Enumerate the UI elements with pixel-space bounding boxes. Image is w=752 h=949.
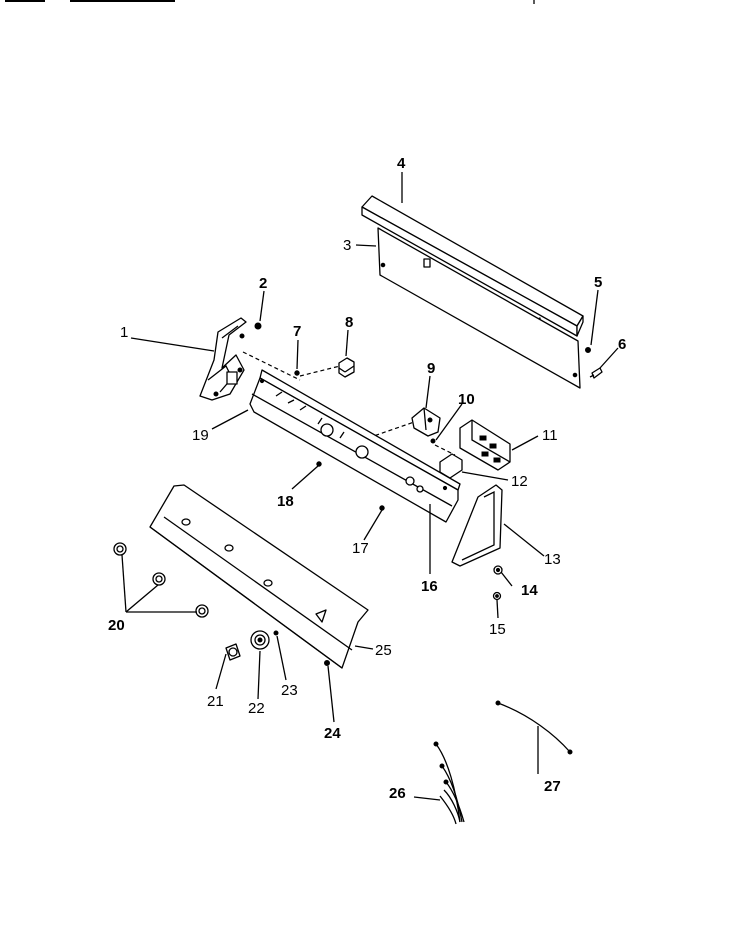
callout-26: 26 [389, 785, 406, 802]
callout-20: 20 [108, 617, 125, 634]
callout-17: 17 [352, 540, 369, 557]
callout-6: 6 [618, 336, 626, 353]
callout-25: 25 [375, 642, 392, 659]
screw-part-14 [493, 565, 503, 575]
screw-part-24 [324, 660, 330, 666]
knob-parts [113, 542, 209, 618]
control-module-part [459, 419, 511, 471]
callout-11: 11 [542, 427, 558, 444]
callout-2: 2 [259, 275, 267, 292]
callout-13: 13 [544, 551, 561, 568]
callout-14: 14 [521, 582, 538, 599]
header-fragments [5, 0, 535, 4]
wire-harness-part [433, 741, 465, 825]
callout-5: 5 [594, 274, 602, 291]
bracket-part [430, 438, 463, 479]
callout-23: 23 [281, 682, 298, 699]
screw-part-23 [273, 630, 279, 636]
callout-8: 8 [345, 314, 353, 331]
callout-19: 19 [192, 427, 209, 444]
callout-7: 7 [293, 323, 301, 340]
callout-3: 3 [343, 237, 351, 254]
screw-part-5 [585, 347, 591, 353]
callout-16: 16 [421, 578, 438, 595]
back-panel-part [377, 227, 581, 389]
callout-22: 22 [248, 700, 265, 717]
leader-lines [121, 172, 619, 801]
callout-18: 18 [277, 493, 294, 510]
callout-10: 10 [458, 391, 475, 408]
control-console-part [249, 369, 461, 523]
callout-24: 24 [324, 725, 341, 742]
screw-part-17 [379, 505, 385, 511]
lower-panel-part [149, 484, 369, 669]
knob-part-21 [225, 643, 241, 661]
dial-part [250, 630, 270, 650]
callout-labels: 4 3 5 6 2 1 7 8 9 10 11 12 13 14 15 16 1… [108, 155, 626, 802]
timer-switch-part [411, 407, 441, 437]
callout-4: 4 [397, 155, 406, 172]
screw-part-18 [316, 461, 322, 467]
screw-part-6 [589, 367, 603, 379]
callout-27: 27 [544, 778, 561, 795]
wire-part [495, 700, 573, 755]
end-cap-part [451, 484, 503, 567]
callout-1: 1 [120, 324, 128, 341]
callout-12: 12 [511, 473, 528, 490]
screw-part-7 [294, 370, 300, 376]
callout-9: 9 [427, 360, 435, 377]
callout-21: 21 [207, 693, 224, 710]
screw-part-15 [492, 591, 502, 601]
end-bracket-part [199, 317, 247, 401]
screw-part-2 [254, 322, 262, 330]
callout-15: 15 [489, 621, 506, 638]
switch-part [338, 357, 355, 378]
